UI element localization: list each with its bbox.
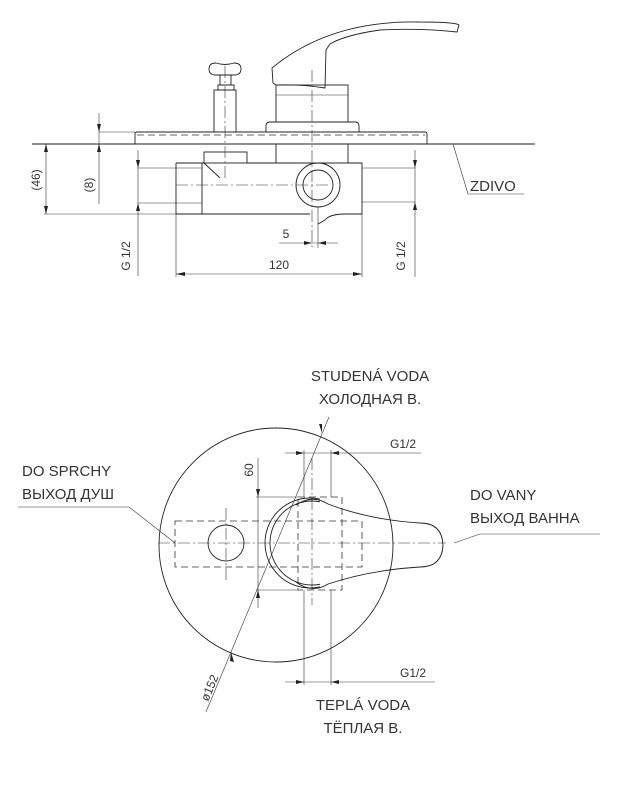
side-view: (46) (8) G 1/2 G 1/2 120 (29, 21, 535, 277)
hidden-inlet-outline (297, 496, 343, 591)
cover-plate-circle (158, 427, 394, 663)
dimension-g-bottom: G1/2 (285, 590, 435, 685)
lever-top-view (264, 497, 444, 589)
wall-callout: ZDIVO (452, 143, 524, 195)
hot-label-cz: TEPLÁ VODA (316, 697, 410, 714)
dim-46-label: (46) (29, 169, 43, 190)
valve-body (175, 143, 415, 225)
dim-g-bottom-label: G1/2 (400, 666, 426, 680)
dimension-5: 5 (279, 207, 338, 248)
shower-label-ru: ВЫХОД ДУШ (22, 486, 114, 503)
dim-g-left-label: G 1/2 (119, 241, 133, 271)
dim-g-right-label: G 1/2 (394, 241, 408, 271)
cover-plate (134, 131, 428, 144)
dimension-60: 60 (242, 458, 298, 608)
shower-outlet-callout: DO SPRCHY ВЫХОД ДУШ (18, 463, 176, 544)
lever-handle (265, 21, 460, 132)
dimension-120: 120 (175, 214, 363, 277)
dim-8-label: (8) (82, 178, 96, 193)
hot-label-ru: ТЁПЛАЯ В. (324, 720, 403, 737)
shower-label-cz: DO SPRCHY (22, 463, 111, 480)
front-view: 60 G1/2 G1/2 ø152 STUDENÁ VODA ХОЛОДНАЯ … (18, 368, 600, 737)
diverter-knob-circle (207, 524, 245, 562)
cold-label-ru: ХОЛОДНАЯ В. (319, 391, 421, 408)
cold-label-cz: STUDENÁ VODA (311, 368, 429, 385)
cold-water-label: STUDENÁ VODA ХОЛОДНАЯ В. (311, 368, 429, 408)
hidden-body-outline (174, 520, 363, 568)
bath-label-cz: DO VANY (470, 487, 536, 504)
dim-120-label: 120 (269, 258, 289, 272)
dimension-8: (8) (82, 113, 135, 204)
dim-diameter-label: ø152 (198, 672, 222, 703)
dimension-46: (46) (29, 144, 176, 215)
dimension-g-right: G 1/2 (394, 150, 417, 277)
dimension-g-left: G 1/2 (119, 150, 176, 276)
dim-g-top-label: G1/2 (390, 437, 416, 451)
wall-label: ZDIVO (470, 178, 516, 195)
bath-outlet-callout: DO VANY ВЫХОД ВАННА (453, 487, 600, 544)
bath-label-ru: ВЫХОД ВАННА (470, 510, 580, 527)
dimension-diameter: ø152 (198, 416, 330, 713)
dimension-g-top: G1/2 (285, 437, 421, 497)
dim-5-label: 5 (283, 227, 290, 241)
hot-water-label: TEPLÁ VODA ТЁПЛАЯ В. (316, 697, 410, 737)
dim-60-label: 60 (242, 463, 256, 477)
